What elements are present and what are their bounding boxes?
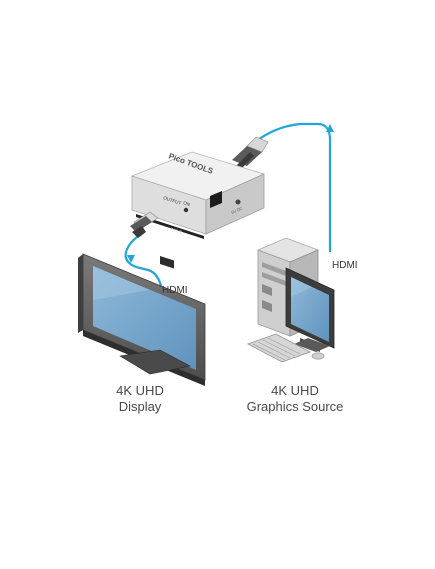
device-on-label: ON	[183, 200, 191, 207]
kramer-logo-icon	[210, 191, 222, 208]
display-caption-line1: 4K UHD	[116, 383, 164, 398]
hdmi-cable-display	[124, 233, 166, 307]
source-caption-line2: Graphics Source	[246, 399, 344, 414]
signal-arrow-down-icon	[127, 255, 135, 263]
pc-monitor-screen	[291, 277, 329, 342]
display-caption: 4K UHD Display	[95, 383, 185, 415]
device-output-label: OUTPUT	[163, 195, 182, 206]
hdmi-cable-source	[246, 122, 332, 252]
hdmi-output-port-icon	[160, 255, 174, 269]
display-stand	[119, 349, 191, 375]
pico-tools-device: Pico TOOLS OUTPUT ON INPUT 5V DC	[130, 151, 266, 269]
mouse-icon	[311, 352, 325, 360]
source-caption-line1: 4K UHD	[271, 383, 319, 398]
on-led-icon	[183, 207, 189, 213]
display-caption-line2: Display	[118, 399, 162, 414]
source-cable-label: HDMI	[332, 260, 358, 271]
power-jack-icon	[235, 199, 241, 205]
hdmi-plug-top-icon	[232, 136, 269, 170]
display-screen	[93, 266, 196, 370]
uhd-display	[78, 253, 206, 386]
signal-arrow-up-icon	[326, 124, 334, 132]
source-caption: 4K UHD Graphics Source	[240, 383, 350, 415]
device-input-label: INPUT	[170, 226, 183, 235]
graphics-source-pc	[247, 237, 335, 363]
display-cable-label: HDMI	[162, 285, 188, 296]
hdmi-plug-device-icon	[130, 211, 159, 238]
device-power-label: 5V DC	[230, 206, 243, 215]
